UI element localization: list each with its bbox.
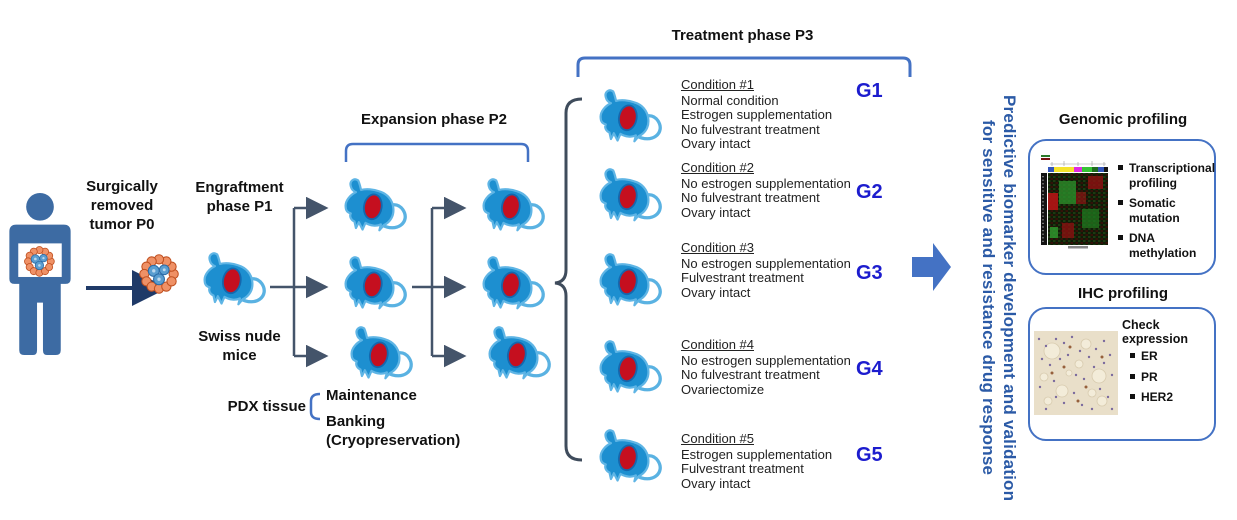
condition-line: Estrogen supplementation (681, 446, 833, 462)
bullet-label: DNA methylation (1129, 231, 1197, 260)
outcome-arrow (912, 243, 951, 291)
condition-line: Fulvestrant treatment (681, 461, 804, 476)
condition-line: Normal condition (681, 92, 779, 108)
condition-title: Condition #4 (681, 337, 754, 352)
outcome-statement: Predictive biomarker development and val… (966, 80, 1020, 516)
condition-title: Condition #2 (681, 160, 754, 175)
genomic-profiling-panel: Transcriptional profiling Somatic mutati… (1028, 139, 1216, 275)
ihc-profiling-panel: Check expression ER PR HER2 (1028, 307, 1216, 441)
ihc-profiling-title: IHC profiling (1078, 285, 1168, 302)
bullet-label: HER2 (1141, 390, 1174, 404)
bullet-item: DNA methylation (1118, 231, 1212, 260)
expansion-bracket (344, 142, 530, 162)
condition-line: Ovariectomize (681, 381, 765, 397)
genomic-bullet-list: Transcriptional profiling Somatic mutati… (1118, 161, 1216, 266)
mouse-icon-p2c1-2 (343, 255, 407, 310)
condition-block-3: Condition #3 No estrogen supplementation… (681, 240, 871, 300)
check-expression-label: Check expression (1122, 318, 1189, 346)
square-bullet-icon (1130, 373, 1135, 379)
condition-block-1: Condition #1 Normal condition Estrogen s… (681, 77, 871, 152)
square-bullet-icon (1130, 394, 1135, 399)
ihc-bullet-list: ER PR HER2 (1130, 349, 1200, 411)
treatment-bracket (576, 56, 912, 77)
swiss-nude-mice-label: Swiss nude mice (198, 328, 281, 364)
treatment-phase-label: Treatment phase P3 (671, 27, 814, 44)
mouse-icon-g3 (598, 252, 662, 307)
condition-line: No fulvestrant treatment (681, 121, 820, 137)
pdx-tissue-label: PDX tissue (227, 398, 306, 415)
banking-label: Banking (Cryopreservation) (326, 413, 461, 449)
mouse-icon-g1 (598, 88, 662, 143)
condition-line: No estrogen supplementation (681, 352, 851, 368)
patient-icon (9, 192, 71, 356)
condition-title: Condition #3 (681, 240, 754, 255)
mouse-icon-p2c2-1 (481, 177, 545, 232)
condition-line: Ovary intact (681, 475, 751, 491)
mouse-icon-p2c1-3 (349, 325, 413, 380)
square-bullet-icon (1118, 165, 1123, 170)
square-bullet-icon (1130, 353, 1135, 358)
condition-line: No estrogen supplementation (681, 255, 851, 271)
condition-line: No estrogen supplementation (681, 175, 851, 191)
branch-p2-passage (412, 196, 467, 368)
engraftment-phase-label: Engraftment phase P1 (195, 179, 284, 215)
square-bullet-icon (1118, 235, 1123, 240)
bullet-item: HER2 (1130, 390, 1200, 405)
condition-line: No fulvestrant treatment (681, 367, 820, 382)
condition-title: Condition #5 (681, 431, 754, 446)
condition-line: Ovary intact (681, 204, 751, 220)
tumor-icon (139, 254, 179, 294)
genomic-profiling-title: Genomic profiling (1058, 111, 1188, 128)
condition-block-4: Condition #4 No estrogen supplementation… (681, 337, 871, 397)
condition-line: Estrogen supplementation (681, 107, 833, 122)
bullet-item: PR (1130, 370, 1200, 385)
mouse-icon-p2c2-2 (481, 255, 545, 310)
bullet-item: Somatic mutation (1118, 196, 1212, 225)
bullet-item: ER (1130, 349, 1200, 364)
heatmap-image (1038, 152, 1112, 251)
pdx-tissue-bracket (309, 392, 321, 421)
condition-block-5: Condition #5 Estrogen supplementation Fu… (681, 431, 871, 491)
mouse-icon-p1 (202, 251, 266, 306)
condition-line: Ovary intact (681, 284, 751, 300)
mouse-icon-p2c2-3 (487, 325, 551, 380)
mouse-icon-g4 (598, 339, 662, 394)
outcome-line-1: Predictive biomarker development and val… (1000, 94, 1019, 502)
condition-line: Fulvestrant treatment (681, 270, 804, 285)
maintenance-label: Maintenance (326, 387, 417, 404)
treatment-brace (554, 97, 583, 462)
group-label-g5: G5 (856, 444, 883, 466)
mouse-icon-g5 (598, 428, 662, 483)
mouse-icon-p2c1-1 (343, 177, 407, 232)
group-label-g4: G4 (856, 358, 883, 380)
bullet-label: Transcriptional profiling (1129, 161, 1216, 190)
bullet-label: PR (1141, 369, 1158, 384)
group-label-g1: G1 (856, 80, 883, 102)
bullet-label: Somatic mutation (1129, 196, 1180, 225)
surgical-tumor-label: Surgically removed tumor P0 (86, 178, 158, 233)
condition-block-2: Condition #2 No estrogen supplementation… (681, 160, 871, 220)
square-bullet-icon (1118, 200, 1123, 205)
outcome-line-2: for sensitive and resistance drug respon… (979, 120, 998, 476)
condition-title: Condition #1 (681, 77, 754, 92)
mouse-icon-g2 (598, 167, 662, 222)
bullet-label: ER (1141, 349, 1158, 363)
expansion-phase-label: Expansion phase P2 (361, 111, 507, 128)
bullet-item: Transcriptional profiling (1118, 161, 1216, 190)
group-label-g3: G3 (856, 262, 883, 284)
group-label-g2: G2 (856, 181, 883, 203)
ihc-image (1034, 331, 1118, 415)
condition-line: Ovary intact (681, 136, 751, 151)
condition-line: No fulvestrant treatment (681, 190, 820, 205)
